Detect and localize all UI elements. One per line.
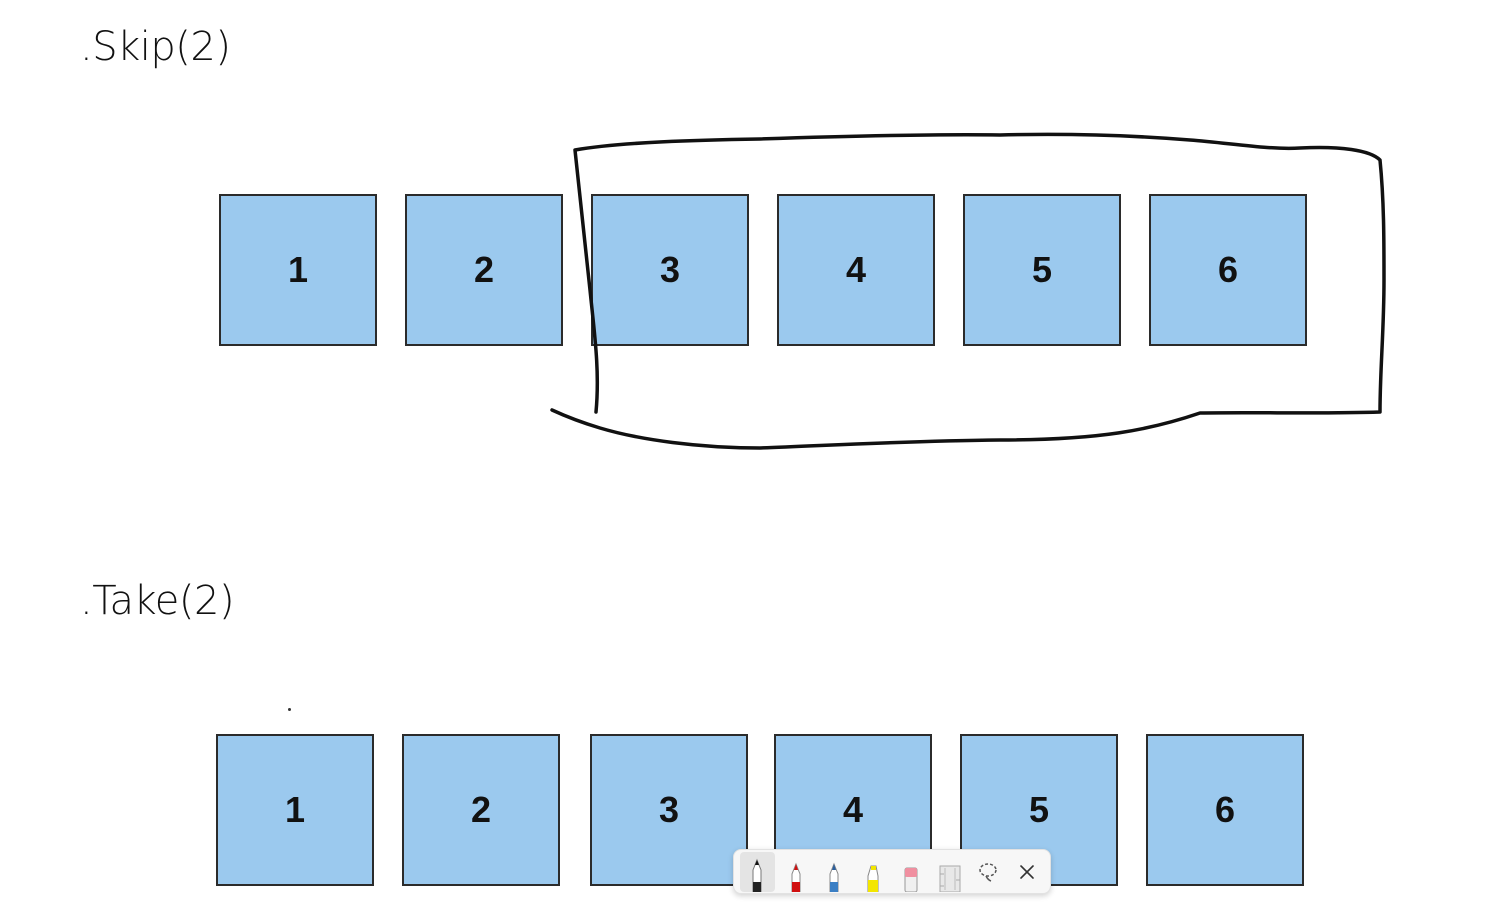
ruler-tool[interactable] [933,852,968,892]
highlighter-icon [867,865,879,892]
take-box-6: 6 [1146,734,1304,886]
lasso-select-tool[interactable] [971,852,1006,892]
take-box-3: 3 [590,734,748,886]
pencil-tool[interactable] [817,852,852,892]
skip-heading: .Skip(2) [80,24,231,70]
highlighter-tool[interactable] [856,852,891,892]
close-toolbar-button[interactable] [1010,852,1045,892]
ballpoint-pen-icon [752,858,762,892]
eraser-icon [904,867,918,892]
ink-dot [288,708,291,711]
ballpoint-pen-tool[interactable] [740,851,775,892]
pencil-icon [829,862,839,892]
ink-toolbar [733,849,1051,894]
red-pen-tool[interactable] [779,852,814,892]
skip-box-3: 3 [591,194,749,346]
red-pen-icon [791,862,801,892]
skip-box-1: 1 [219,194,377,346]
skip-box-2: 2 [405,194,563,346]
close-icon [1019,864,1034,879]
skip-box-4: 4 [777,194,935,346]
skip-box-5: 5 [963,194,1121,346]
ruler-icon [939,865,961,892]
take-heading: .Take(2) [80,578,235,624]
skip-box-6: 6 [1149,194,1307,346]
lasso-select-icon [979,862,997,882]
take-box-2: 2 [402,734,560,886]
eraser-tool[interactable] [894,852,929,892]
take-box-1: 1 [216,734,374,886]
